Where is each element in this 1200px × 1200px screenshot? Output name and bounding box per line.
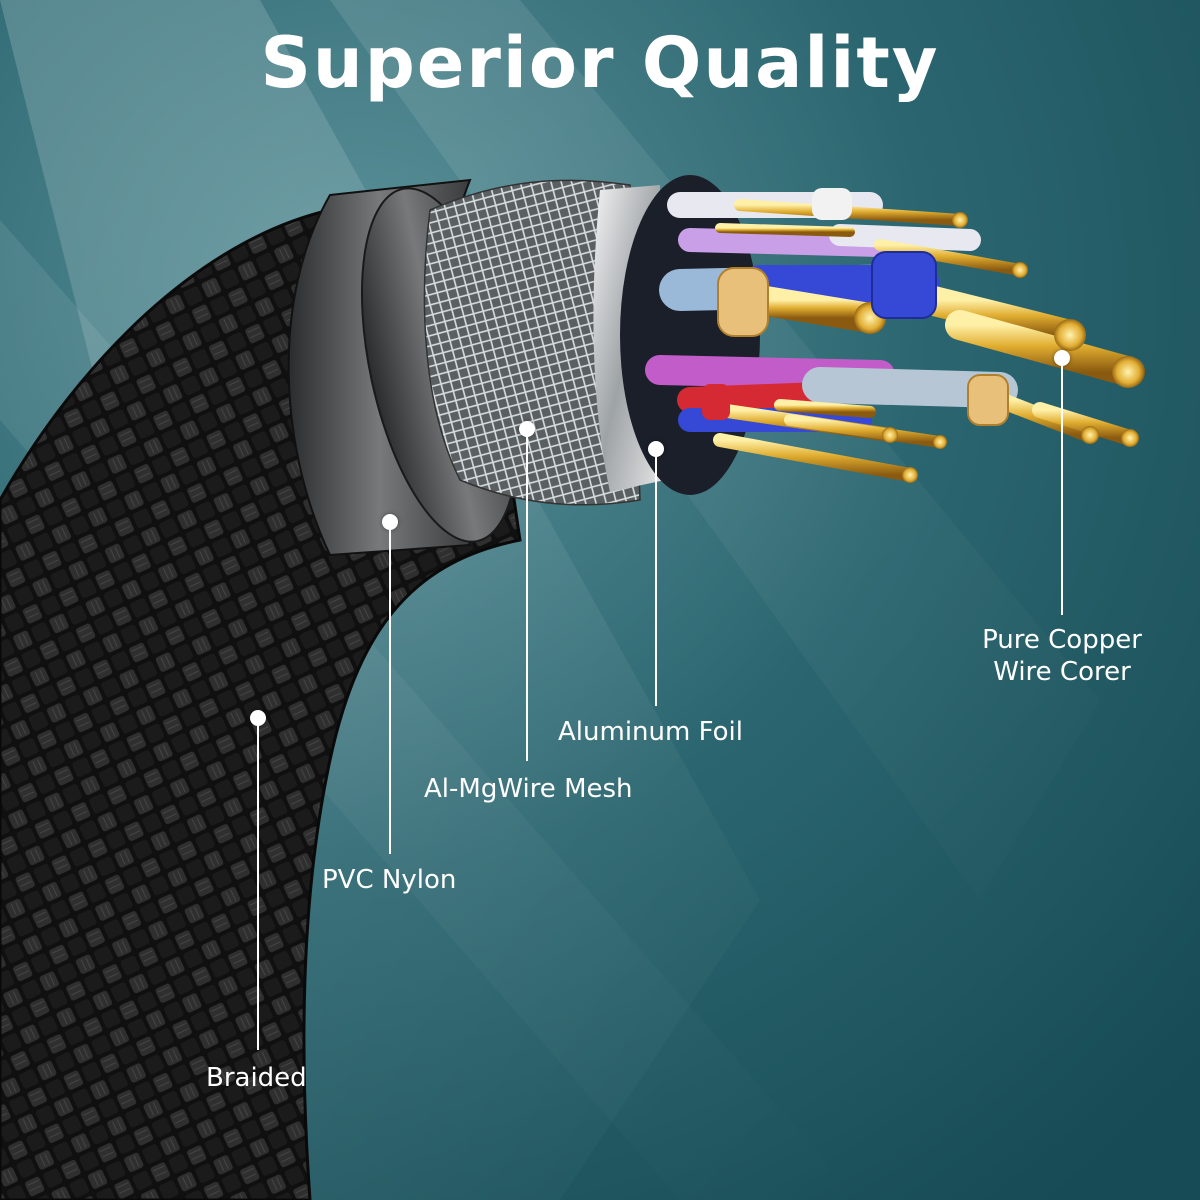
foil-callout-dot xyxy=(648,441,664,457)
copper-label-line-1: Pure Copper xyxy=(982,625,1142,655)
braided-callout-dot xyxy=(250,710,266,726)
copper-label: Pure Copper Wire Corer xyxy=(962,624,1162,688)
pvc-callout-line xyxy=(389,524,391,854)
foil-label: Aluminum Foil xyxy=(558,717,743,747)
copper-callout-dot xyxy=(1054,350,1070,366)
copper-label-line-2: Wire Corer xyxy=(993,657,1131,687)
page-title: Superior Quality xyxy=(260,22,940,104)
copper-callout-line xyxy=(1061,360,1063,615)
pvc-label: PVC Nylon xyxy=(322,865,457,895)
braided-label: Braided xyxy=(206,1063,307,1093)
foil-callout-line xyxy=(655,451,657,706)
braided-callout-line xyxy=(257,720,259,1050)
mesh-label: Al-MgWire Mesh xyxy=(424,774,633,804)
mesh-callout-line xyxy=(526,431,528,761)
pvc-callout-dot xyxy=(382,514,398,530)
mesh-callout-dot xyxy=(519,421,535,437)
